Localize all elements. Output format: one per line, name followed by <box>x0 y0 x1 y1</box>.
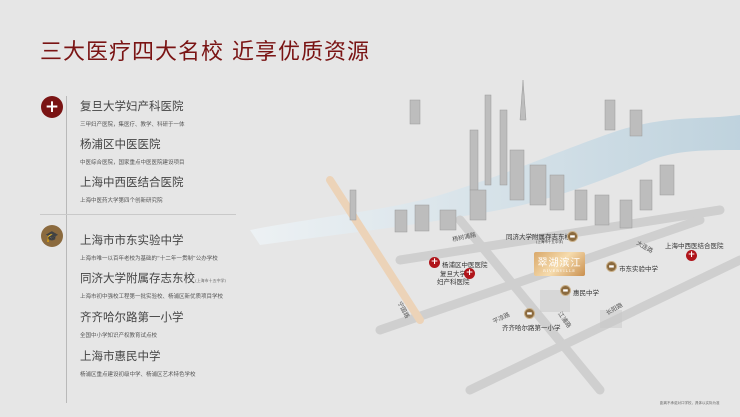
hospital-item: 杨浦区中医医院中医综合医院，国家重点中医医院建设项目 <box>80 137 185 166</box>
school-marker-icon[interactable]: ▬ <box>560 285 571 296</box>
map-label-cunzhi: 同济大学附属存志东校 <box>506 233 571 241</box>
school-item: 上海市市东实验中学上海市唯一以百年老校为基础的“十二年一贯制”公办学校 <box>80 233 218 262</box>
school-item: 齐齐哈尔路第一小学全国中小学知识产权教育试点校 <box>80 310 184 339</box>
school-marker-icon[interactable]: ▬ <box>567 231 578 242</box>
hospital-marker-icon[interactable]: + <box>429 257 440 268</box>
map-label-shidong: 市东实验中学 <box>619 265 658 273</box>
map-label-huimin: 惠民中学 <box>573 289 599 297</box>
school-item: 同济大学附属存志东校(上海市十五中学)上海市初中强校工程第一批实验校、杨浦区新优… <box>80 271 227 300</box>
map-label-qiqihaer: 齐齐哈尔路第一小学 <box>502 324 561 332</box>
page-title: 三大医疗四大名校 近享优质资源 <box>40 40 370 65</box>
map-label-fudan: 妇产科医院 <box>437 278 470 286</box>
divider-vertical <box>66 96 67 403</box>
divider-horizontal <box>40 214 236 215</box>
hospital-item: 上海中西医结合医院上海中医药大学第四个创新研究院 <box>80 175 184 204</box>
map-label-fudan: 复旦大学 <box>440 270 466 278</box>
medical-cross-icon: + <box>41 96 63 118</box>
map-label-yangpu-tcm: 杨浦区中医医院 <box>442 261 488 269</box>
graduation-cap-icon: 🎓 <box>41 225 63 247</box>
school-marker-icon[interactable]: ▬ <box>524 308 535 319</box>
hospital-marker-icon[interactable]: + <box>464 268 475 279</box>
footnote: 距离不承诺对口学校，具体以实际为准 <box>660 401 720 405</box>
hospital-marker-icon[interactable]: + <box>686 250 697 261</box>
school-marker-icon[interactable]: ▬ <box>606 261 617 272</box>
map-label-zhongxi: 上海中西医结合医院 <box>665 242 724 250</box>
hospital-item: 复旦大学妇产科医院三甲妇产医院，集医疗、教学、科研于一体 <box>80 99 185 128</box>
map-label-cunzhi-sub: (上海市十五中学) <box>536 240 564 244</box>
school-item: 上海市惠民中学杨浦区重点建设初级中学、杨浦区艺术特色学校 <box>80 349 196 378</box>
